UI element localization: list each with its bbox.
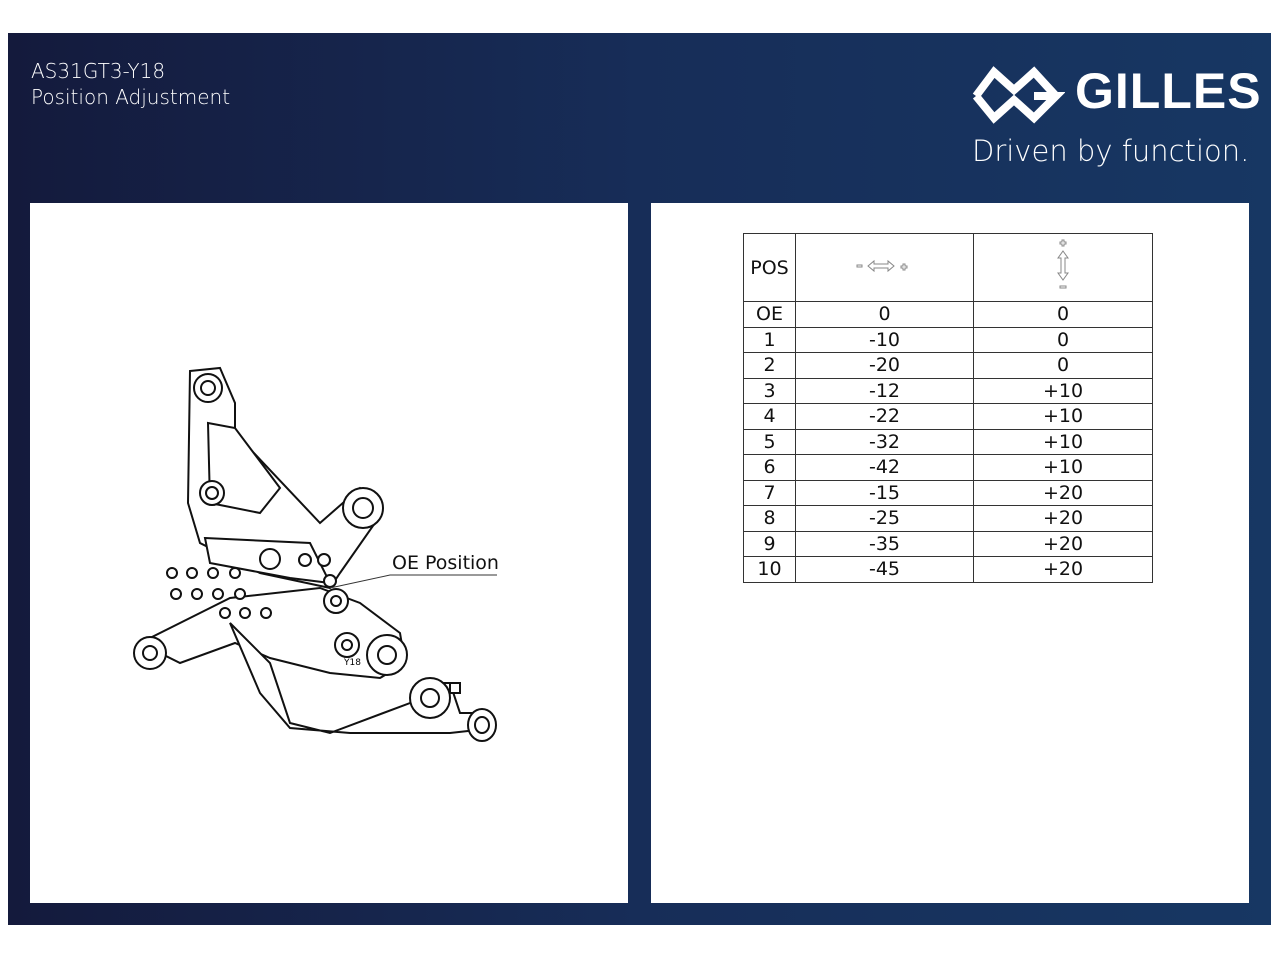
- table-row: 10-45+20: [743, 556, 1153, 583]
- horizontal-arrow-icon: [795, 233, 974, 302]
- vertical-offset-cell: +10: [973, 454, 1153, 481]
- brand-name: GILLES: [1075, 63, 1262, 119]
- horizontal-offset-cell: -25: [795, 505, 974, 532]
- vertical-offset-cell: +20: [973, 556, 1153, 583]
- horizontal-offset-cell: -15: [795, 479, 974, 506]
- pos-cell: 3: [743, 377, 796, 404]
- pos-cell: 10: [743, 556, 796, 583]
- vertical-arrow-icon: [973, 233, 1153, 302]
- table-header-row: POS: [743, 233, 1153, 302]
- horizontal-offset-cell: 0: [795, 301, 974, 328]
- pos-cell: OE: [743, 301, 796, 328]
- vertical-offset-cell: +20: [973, 505, 1153, 532]
- pos-cell: 1: [743, 326, 796, 353]
- horizontal-offset-cell: -10: [795, 326, 974, 353]
- vertical-offset-cell: +10: [973, 377, 1153, 404]
- table-row: 9-35+20: [743, 530, 1153, 557]
- pos-cell: 4: [743, 403, 796, 430]
- table-row: 7-15+20: [743, 479, 1153, 506]
- pos-cell: 8: [743, 505, 796, 532]
- horizontal-offset-cell: -35: [795, 530, 974, 557]
- pos-cell: 7: [743, 479, 796, 506]
- drawing-panel: Y18 OE Position: [30, 203, 628, 903]
- table-row: 4-22+10: [743, 403, 1153, 430]
- pos-cell: 6: [743, 454, 796, 481]
- horizontal-offset-cell: -32: [795, 428, 974, 455]
- oe-position-callout: OE Position: [392, 552, 499, 574]
- pos-cell: 5: [743, 428, 796, 455]
- part-label: Y18: [343, 658, 361, 668]
- vertical-offset-cell: 0: [973, 301, 1153, 328]
- rearset-drawing: Y18: [133, 366, 497, 742]
- page-subtitle: Position Adjustment: [31, 85, 231, 109]
- model-code: AS31GT3-Y18: [31, 59, 166, 83]
- table-row: 3-12+10: [743, 377, 1153, 404]
- vertical-offset-cell: +10: [973, 403, 1153, 430]
- horizontal-offset-cell: -42: [795, 454, 974, 481]
- header-pos: POS: [743, 233, 796, 302]
- page-title: AS31GT3-Y18 Position Adjustment: [31, 58, 230, 110]
- vertical-offset-cell: 0: [973, 326, 1153, 353]
- table-row: 6-42+10: [743, 454, 1153, 481]
- tagline: Driven by function.: [972, 134, 1250, 168]
- horizontal-offset-cell: -12: [795, 377, 974, 404]
- pos-cell: 2: [743, 352, 796, 379]
- horizontal-offset-cell: -20: [795, 352, 974, 379]
- horizontal-offset-cell: -45: [795, 556, 974, 583]
- vertical-offset-cell: +10: [973, 428, 1153, 455]
- table-row: 8-25+20: [743, 505, 1153, 532]
- table-row: 5-32+10: [743, 428, 1153, 455]
- pos-cell: 9: [743, 530, 796, 557]
- horizontal-offset-cell: -22: [795, 403, 974, 430]
- vertical-offset-cell: +20: [973, 530, 1153, 557]
- vertical-offset-cell: 0: [973, 352, 1153, 379]
- gilles-emblem-icon: [972, 66, 1065, 124]
- vertical-offset-cell: +20: [973, 479, 1153, 506]
